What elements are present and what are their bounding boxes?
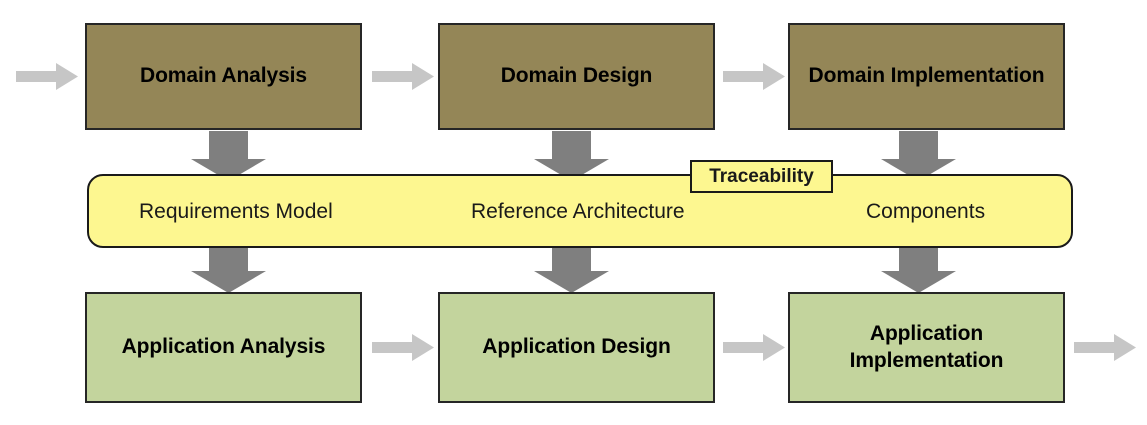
domain-design-to-architecture-arrow xyxy=(534,131,609,181)
outflow-arrow xyxy=(1074,334,1136,361)
process-box-domain-analysis[interactable]: Domain Analysis xyxy=(85,23,362,130)
requirements-to-application-analysis-arrow xyxy=(191,243,266,293)
domain-design-to-implementation-arrow xyxy=(723,63,785,90)
process-box-label: Application Design xyxy=(482,335,671,359)
core-asset-band xyxy=(87,174,1073,248)
process-box-label: Domain Design xyxy=(500,64,653,88)
process-box-domain-design[interactable]: Domain Design xyxy=(438,23,715,130)
asset-label-reference-architecture: Reference Architecture xyxy=(471,200,685,223)
process-box-application-analysis[interactable]: Application Analysis xyxy=(85,292,362,403)
process-box-domain-implementation[interactable]: Domain Implementation xyxy=(788,23,1065,130)
traceability-label-text: Traceability xyxy=(709,165,814,187)
process-box-application-design[interactable]: Application Design xyxy=(438,292,715,403)
process-box-label: Application Analysis xyxy=(121,335,326,359)
process-box-application-implementation[interactable]: Application Implementation xyxy=(788,292,1065,403)
inflow-arrow xyxy=(16,63,78,90)
traceability-label[interactable]: Traceability xyxy=(690,160,833,193)
components-to-application-implementation-arrow xyxy=(881,243,956,293)
domain-implementation-to-components-arrow xyxy=(881,131,956,181)
domain-analysis-to-requirements-arrow xyxy=(191,131,266,181)
domain-analysis-to-design-arrow xyxy=(372,63,434,90)
application-design-to-implementation-arrow xyxy=(723,334,785,361)
application-analysis-to-design-arrow xyxy=(372,334,434,361)
asset-label-requirements-model: Requirements Model xyxy=(139,200,333,223)
process-box-label: Application Implementation xyxy=(849,322,1004,372)
architecture-to-application-design-arrow xyxy=(534,243,609,293)
process-box-label: Domain Implementation xyxy=(808,64,1045,88)
process-box-label: Domain Analysis xyxy=(140,64,307,88)
asset-label-components: Components xyxy=(866,200,986,223)
